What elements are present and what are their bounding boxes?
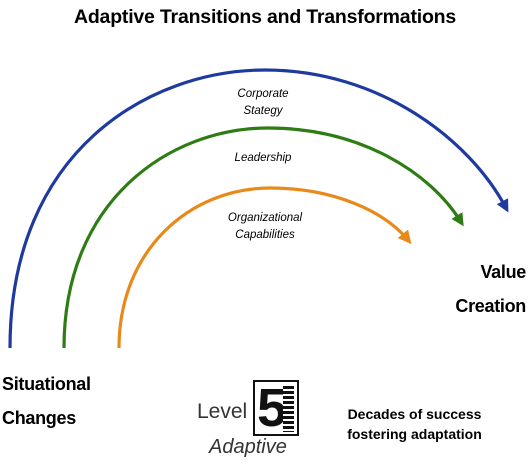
logo-number-box: 5 [253, 378, 299, 438]
logo-level-text: Level [197, 400, 248, 423]
situational-changes-label: Situational Changes [2, 367, 142, 435]
organizational-capabilities-label-line1: Organizational [227, 212, 303, 224]
corporate-strategy-label: Corporate Stategy [213, 86, 313, 120]
logo-adaptive-text: Adaptive [209, 436, 287, 458]
value-creation-line2: Creation [455, 296, 526, 316]
value-creation-label: Value Creation [386, 255, 526, 323]
leadership-label: Leadership [234, 152, 292, 164]
organizational-capabilities-arc [117, 186, 412, 349]
corporate-strategy-arc [8, 68, 509, 349]
tagline: Decades of success fostering adaptation [332, 404, 497, 444]
tagline-line1: Decades of success [347, 406, 482, 422]
leadership-arc [62, 126, 464, 349]
diagram-title: Adaptive Transitions and Transformations [73, 6, 457, 28]
corporate-strategy-label-line2: Stategy [243, 105, 283, 117]
situational-changes-line2: Changes [2, 408, 76, 428]
logo-building-icon [283, 386, 294, 432]
organizational-capabilities-label: Organizational Capabilities [205, 210, 325, 244]
organizational-capabilities-label-line2: Capabilities [235, 229, 295, 241]
level5-adaptive-logo: Level 5 Adaptive [193, 378, 323, 464]
corporate-strategy-label-line1: Corporate [237, 88, 289, 100]
value-creation-line1: Value [480, 262, 526, 282]
logo-number: 5 [257, 378, 288, 438]
tagline-line2: fostering adaptation [347, 426, 482, 442]
situational-changes-line1: Situational [2, 374, 91, 394]
